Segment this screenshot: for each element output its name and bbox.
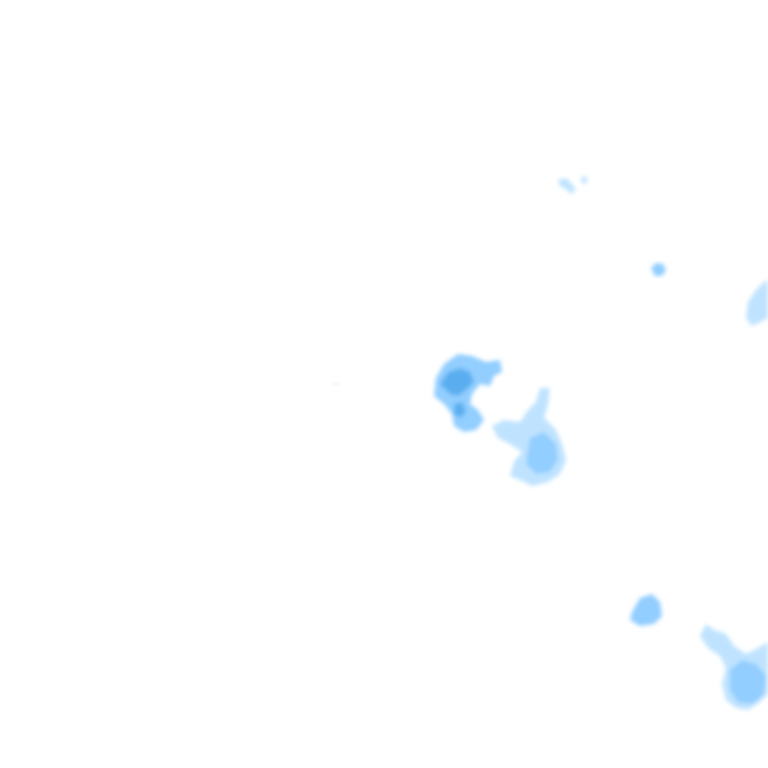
precip-cell — [440, 368, 474, 396]
precip-cell-south-east — [492, 388, 566, 486]
precip-cell — [730, 660, 766, 704]
precip-cell-right-edge — [746, 280, 768, 326]
precip-cell-top-small — [558, 176, 588, 194]
precip-cell — [746, 280, 768, 326]
precip-cell-bottom-right — [700, 624, 768, 710]
precip-cell — [558, 178, 576, 194]
precip-speck — [333, 382, 339, 386]
precip-cell — [454, 402, 466, 418]
precip-cell-lower-right-small — [630, 594, 662, 626]
precip-cell-right-dot — [651, 263, 666, 276]
precip-cell — [526, 432, 558, 474]
precip-cell — [630, 594, 662, 626]
precip-cell — [333, 382, 339, 386]
precip-cell — [434, 354, 502, 432]
precip-cell-center — [434, 354, 502, 432]
precip-cell — [651, 263, 666, 276]
precip-cell — [581, 176, 588, 184]
precip-cell — [492, 388, 566, 486]
